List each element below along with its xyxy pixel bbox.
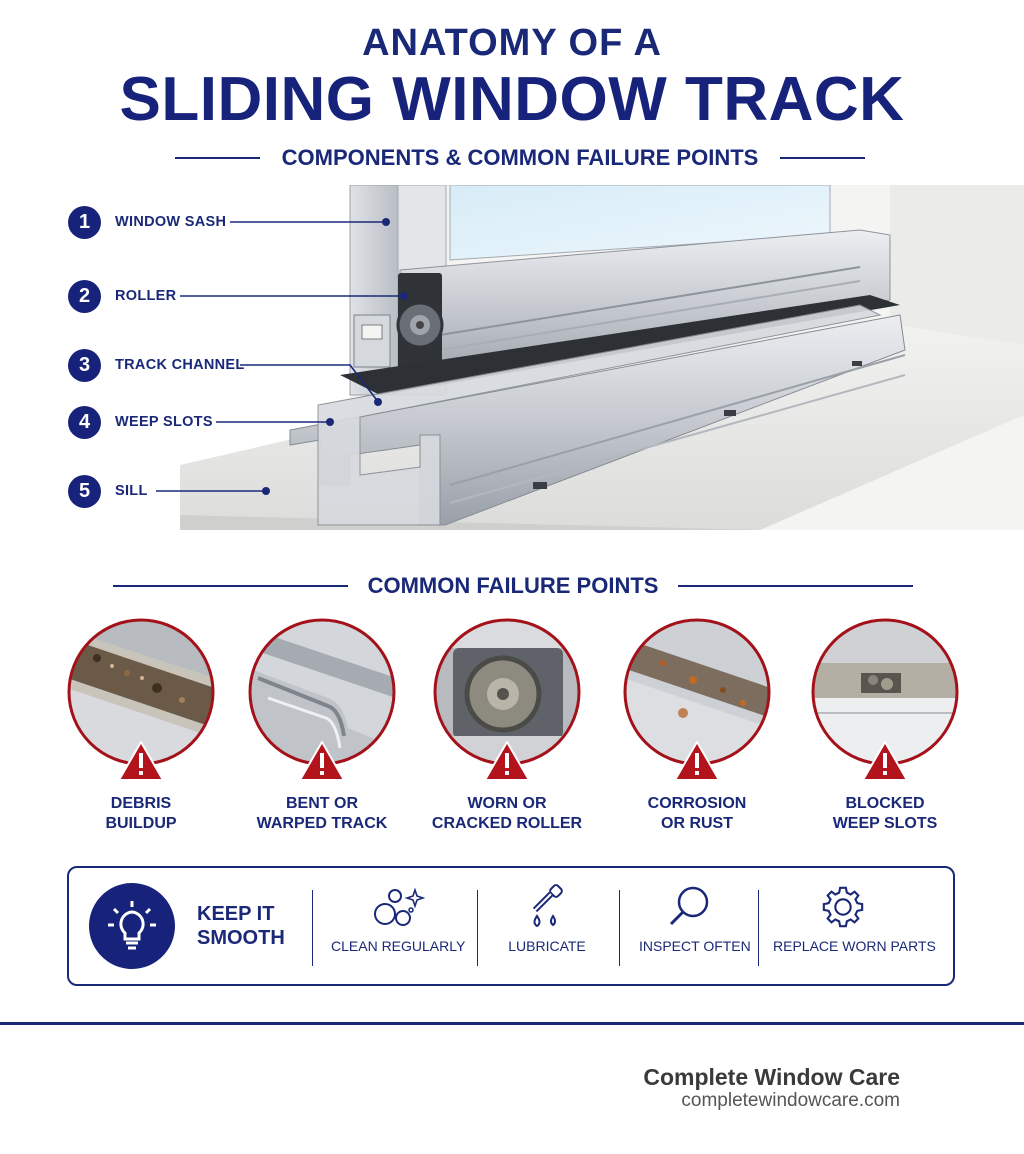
callout-number: 3 bbox=[68, 348, 101, 382]
failure-bent-track: BENT OR WARPED TRACK bbox=[227, 618, 417, 848]
gear-icon bbox=[822, 886, 864, 928]
failure-label-line2: WEEP SLOTS bbox=[832, 815, 938, 832]
tip-label: CLEAN REGULARLY bbox=[331, 938, 466, 954]
failure-rule-left bbox=[113, 585, 348, 587]
subtitle-rule-right bbox=[780, 157, 865, 159]
failure-label-line1: BLOCKED bbox=[845, 795, 925, 812]
tip-clean-regularly: CLEAN REGULARLY bbox=[331, 884, 466, 974]
warning-icon bbox=[118, 741, 164, 781]
footer-rule bbox=[0, 1022, 1024, 1025]
callout-label: WEEP SLOTS bbox=[115, 414, 213, 430]
callout-label: TRACK CHANNEL bbox=[115, 357, 245, 373]
subtitle-rule-left bbox=[175, 157, 260, 159]
tips-box: KEEP IT SMOOTH CLEAN REGULARLY LUBRICATE bbox=[67, 866, 955, 986]
callout-weep-slots: 4 WEEP SLOTS bbox=[68, 405, 213, 439]
subtitle: COMPONENTS & COMMON FAILURE POINTS bbox=[281, 145, 759, 170]
tips-headline-line1: KEEP IT bbox=[197, 903, 275, 925]
track-illustration bbox=[156, 184, 1024, 530]
failure-label-line1: BENT OR bbox=[286, 795, 358, 812]
warning-icon bbox=[674, 741, 720, 781]
failure-heading: COMMON FAILURE POINTS bbox=[367, 573, 659, 598]
callout-window-sash: 1 WINDOW SASH bbox=[68, 205, 226, 239]
blocked-weep-photo bbox=[811, 618, 959, 766]
failure-label: BLOCKED WEEP SLOTS bbox=[790, 794, 980, 834]
bent-track-photo bbox=[248, 618, 396, 766]
tip-label: LUBRICATE bbox=[508, 938, 586, 954]
failure-debris-buildup: DEBRIS BUILDUP bbox=[46, 618, 236, 848]
divider bbox=[312, 890, 313, 966]
failure-label-line1: CORROSION bbox=[647, 795, 747, 812]
debris-photo bbox=[67, 618, 215, 766]
failure-label: CORROSION OR RUST bbox=[602, 794, 792, 834]
failure-label: DEBRIS BUILDUP bbox=[46, 794, 236, 834]
track-diagram: 1 WINDOW SASH 2 ROLLER 3 TRACK CHANNEL 4… bbox=[0, 184, 1024, 535]
failure-worn-roller: WORN OR CRACKED ROLLER bbox=[412, 618, 602, 848]
failure-label-line2: CRACKED ROLLER bbox=[431, 815, 583, 832]
failure-label-line2: WARPED TRACK bbox=[256, 815, 388, 832]
failure-rule-right bbox=[678, 585, 914, 587]
tip-label: INSPECT OFTEN bbox=[639, 938, 751, 954]
brand-name: Complete Window Care bbox=[643, 1064, 900, 1090]
warning-icon bbox=[299, 741, 345, 781]
warning-icon bbox=[862, 741, 908, 781]
callout-number: 2 bbox=[68, 279, 101, 313]
dropper-icon bbox=[532, 884, 563, 928]
callout-label: ROLLER bbox=[115, 288, 177, 304]
subtitle-row: COMPONENTS & COMMON FAILURE POINTS bbox=[175, 143, 865, 173]
failure-blocked-weep-slots: BLOCKED WEEP SLOTS bbox=[790, 618, 980, 848]
callout-number: 5 bbox=[68, 474, 101, 508]
failure-label-line1: DEBRIS bbox=[110, 795, 172, 812]
failure-label-line2: OR RUST bbox=[661, 815, 733, 832]
lightbulb-badge bbox=[89, 883, 175, 969]
page-title: SLIDING WINDOW TRACK bbox=[119, 65, 905, 134]
callout-track-channel: 3 TRACK CHANNEL bbox=[68, 348, 245, 382]
tips-headline-line2: SMOOTH bbox=[197, 927, 285, 949]
corrosion-photo bbox=[623, 618, 771, 766]
divider bbox=[758, 890, 759, 966]
callout-label: SILL bbox=[115, 483, 148, 499]
divider bbox=[619, 890, 620, 966]
failure-heading-row: COMMON FAILURE POINTS bbox=[113, 570, 914, 602]
magnifier-icon bbox=[669, 886, 709, 926]
tip-label: REPLACE WORN PARTS bbox=[773, 938, 936, 954]
tips-headline: KEEP IT SMOOTH bbox=[197, 902, 285, 950]
callout-label: WINDOW SASH bbox=[115, 214, 227, 230]
failure-label: BENT OR WARPED TRACK bbox=[227, 794, 417, 834]
tip-replace-worn-parts: REPLACE WORN PARTS bbox=[773, 884, 936, 974]
callout-sill: 5 SILL bbox=[68, 474, 148, 508]
lightbulb-icon bbox=[108, 901, 156, 950]
warning-icon bbox=[484, 741, 530, 781]
failure-corrosion: CORROSION OR RUST bbox=[602, 618, 792, 848]
tip-lubricate: LUBRICATE bbox=[497, 884, 597, 974]
bubbles-sparkle-icon bbox=[374, 887, 425, 926]
divider bbox=[477, 890, 478, 966]
tip-inspect-often: INSPECT OFTEN bbox=[639, 884, 751, 974]
failure-label: WORN OR CRACKED ROLLER bbox=[412, 794, 602, 834]
brand-url: completewindowcare.com bbox=[681, 1090, 900, 1111]
failure-label-line2: BUILDUP bbox=[105, 815, 177, 832]
callout-roller: 2 ROLLER bbox=[68, 279, 176, 313]
worn-roller-photo bbox=[433, 618, 581, 766]
callout-number: 4 bbox=[68, 405, 101, 439]
failure-label-line1: WORN OR bbox=[467, 795, 547, 812]
title-top: ANATOMY OF A bbox=[362, 22, 662, 64]
callout-number: 1 bbox=[68, 205, 101, 239]
